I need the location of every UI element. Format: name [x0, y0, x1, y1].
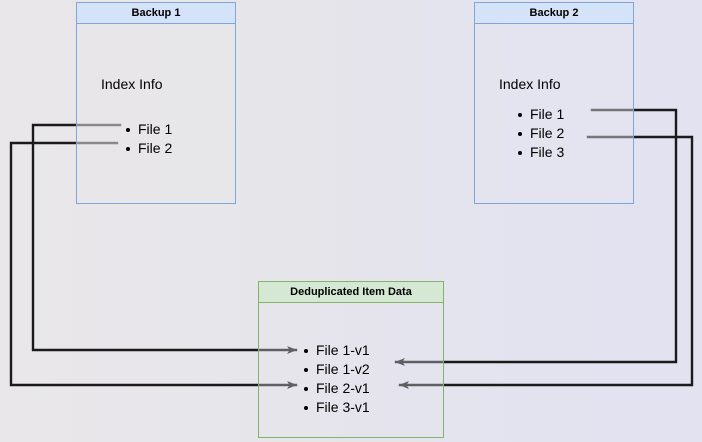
- node-backup-2[interactable]: Backup 2 Index Info File 1 File 2 File 3: [474, 2, 634, 204]
- node-deduplicated-item-data-title: Deduplicated Item Data: [259, 282, 443, 303]
- connector-b1-file2-to-file2v1: [9, 141, 298, 389]
- node-backup-2-title: Backup 2: [475, 3, 633, 24]
- list-item: File 1: [125, 120, 172, 139]
- node-backup-1-file-list: File 1 File 2: [125, 120, 172, 158]
- node-backup-1[interactable]: Backup 1 Index Info File 1 File 2: [76, 2, 236, 204]
- list-item: File 2-v1: [303, 379, 370, 398]
- list-item: File 1-v2: [303, 360, 370, 379]
- list-item: File 1-v1: [303, 341, 370, 360]
- node-backup-1-body: Index Info File 1 File 2: [77, 24, 235, 203]
- node-backup-1-title: Backup 1: [77, 3, 235, 24]
- node-backup-1-caption: Index Info: [101, 76, 163, 92]
- node-backup-2-body: Index Info File 1 File 2 File 3: [475, 24, 633, 203]
- connector-b2-file1-to-file1v2: [394, 108, 678, 366]
- node-deduplicated-item-data-body: File 1-v1 File 1-v2 File 2-v1 File 3-v1: [259, 303, 443, 437]
- list-item: File 3-v1: [303, 398, 370, 417]
- list-item: File 3: [517, 143, 564, 162]
- list-item: File 2: [125, 139, 172, 158]
- node-backup-2-caption: Index Info: [499, 76, 561, 92]
- list-item: File 2: [517, 124, 564, 143]
- node-backup-2-file-list: File 1 File 2 File 3: [517, 105, 564, 162]
- connector-b2-file2-to-file2v1: [398, 135, 694, 389]
- node-deduplicated-item-data[interactable]: Deduplicated Item Data File 1-v1 File 1-…: [258, 281, 444, 438]
- list-item: File 1: [517, 105, 564, 124]
- node-deduplicated-item-data-file-list: File 1-v1 File 1-v2 File 2-v1 File 3-v1: [303, 341, 370, 417]
